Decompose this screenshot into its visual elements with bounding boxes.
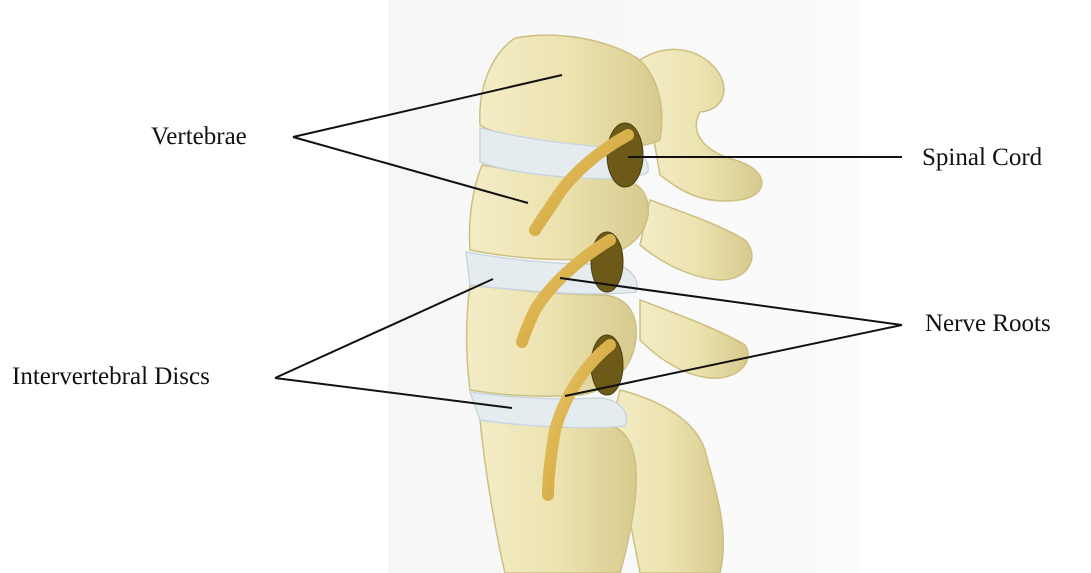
nerve-roots-label: Nerve Roots bbox=[925, 311, 1051, 336]
intervertebral-discs-label: Intervertebral Discs bbox=[12, 364, 210, 389]
spinal-cord-label: Spinal Cord bbox=[922, 145, 1042, 170]
vertebrae-label: Vertebrae bbox=[151, 124, 247, 149]
